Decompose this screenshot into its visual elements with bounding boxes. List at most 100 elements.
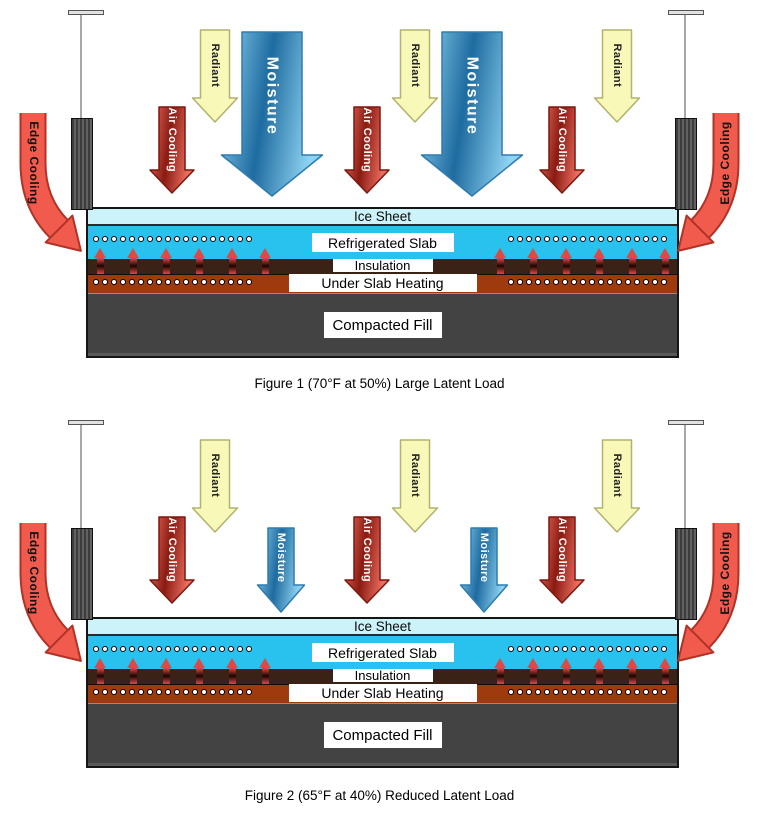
air-cooling-arrow-shape xyxy=(344,106,390,194)
refrigerated-pipe-dot xyxy=(192,646,198,652)
heating-pipe-dot xyxy=(192,689,198,695)
radiant-arrow: Radiant xyxy=(191,439,239,533)
air-cooling-arrow-shape xyxy=(149,516,195,604)
heating-pipe-dot xyxy=(138,689,144,695)
refrigerated-pipe-dot xyxy=(526,646,532,652)
heating-pipe-dot xyxy=(102,279,108,285)
edge-cooling-arrow-right-label: Edge Cooling xyxy=(718,121,732,204)
air-cooling-arrow: Air Cooling xyxy=(539,106,585,194)
air-cooling-arrow-label: Air Cooling xyxy=(166,107,178,172)
dasher-board xyxy=(71,118,93,210)
refrigerated-pipe-dot xyxy=(562,236,568,242)
radiant-arrow-label: Radiant xyxy=(209,453,221,497)
hanger-bar xyxy=(68,10,104,15)
moisture-arrow: Moisture xyxy=(420,31,524,197)
heating-pipe-dot xyxy=(201,689,207,695)
heat-flow-arrow-head xyxy=(94,658,106,668)
heat-flow-arrow-shaft xyxy=(529,668,537,684)
heating-pipe-dot xyxy=(535,279,541,285)
refrigerated-pipe-dot xyxy=(201,236,207,242)
heating-pipe-dot xyxy=(616,689,622,695)
air-cooling-arrow-shape xyxy=(539,106,585,194)
heating-pipe-dot xyxy=(156,689,162,695)
heating-pipe-dot xyxy=(508,279,514,285)
heating-pipe-dot xyxy=(643,689,649,695)
heat-flow-arrow-shaft xyxy=(195,668,203,684)
heating-pipe-dot xyxy=(102,689,108,695)
moisture-arrow: Moisture xyxy=(459,527,509,613)
layer-label-compacted-fill: Compacted Fill xyxy=(323,312,442,338)
refrigerated-pipe-dot xyxy=(120,646,126,652)
refrigerated-pipe-dot xyxy=(571,646,577,652)
refrigerated-pipe-dot xyxy=(652,646,658,652)
edge-cooling-arrow-left-label: Edge Cooling xyxy=(27,121,41,204)
edge-cooling-arrow-right-label: Edge Cooling xyxy=(718,531,732,614)
edge-cooling-arrow-left-head xyxy=(44,214,82,252)
heating-pipe-dot xyxy=(165,279,171,285)
air-cooling-arrow: Air Cooling xyxy=(149,516,195,604)
heating-pipe-dot xyxy=(111,279,117,285)
refrigerated-pipe-dot xyxy=(607,646,613,652)
heating-pipe-dot xyxy=(219,279,225,285)
heat-flow-arrow-head xyxy=(593,658,605,668)
heating-pipe-dot xyxy=(598,279,604,285)
refrigerated-pipe-dot xyxy=(508,646,514,652)
radiant-arrow-label: Radiant xyxy=(409,43,421,87)
refrigerated-pipe-dot xyxy=(580,646,586,652)
heating-pipe-dot xyxy=(526,279,532,285)
heating-pipe-dot xyxy=(553,689,559,695)
layer-ice-sheet xyxy=(88,619,677,636)
heat-flow-arrow-head xyxy=(127,248,139,258)
heating-pipe-dot xyxy=(129,279,135,285)
moisture-arrow-shape xyxy=(420,31,524,197)
refrigerated-pipe-dot xyxy=(192,236,198,242)
refrigerated-pipe-dot xyxy=(210,236,216,242)
refrigerated-pipe-dot xyxy=(589,236,595,242)
air-cooling-arrow: Air Cooling xyxy=(539,516,585,604)
refrigerated-pipe-dot xyxy=(246,646,252,652)
refrigerated-pipe-dot xyxy=(661,646,667,652)
layer-label-insulation: Insulation xyxy=(332,668,433,683)
heat-flow-arrow-head xyxy=(560,658,572,668)
refrigerated-pipe-dot xyxy=(111,646,117,652)
figure-1-cross-section: Figure 1 (70°F at 50%) Large Latent Load… xyxy=(19,10,740,391)
heat-flow-arrow-head xyxy=(560,248,572,258)
refrigerated-pipe-dot xyxy=(201,646,207,652)
heat-flow-arrow-head xyxy=(626,248,638,258)
air-cooling-arrow-label: Air Cooling xyxy=(556,517,568,582)
edge-cooling-arrow-right-outline xyxy=(690,113,740,239)
heating-pipe-dot xyxy=(580,689,586,695)
heat-flow-arrow-head xyxy=(626,658,638,668)
heat-flow-arrow-shaft xyxy=(496,258,504,274)
heating-pipe-dot xyxy=(562,279,568,285)
air-cooling-arrow-shape xyxy=(149,106,195,194)
heating-pipe-dot xyxy=(111,689,117,695)
edge-cooling-arrow-right-head xyxy=(677,624,715,662)
heating-pipe-dot xyxy=(93,689,99,695)
layer-label-under-slab-heating: Under Slab Heating xyxy=(288,684,477,702)
heating-pipe-dot xyxy=(661,689,667,695)
heat-flow-arrow-head xyxy=(527,658,539,668)
radiant-arrow: Radiant xyxy=(391,29,439,123)
refrigerated-pipe-dot xyxy=(156,646,162,652)
refrigerated-pipe-dot xyxy=(535,646,541,652)
heat-flow-arrow-shaft xyxy=(496,668,504,684)
refrigerated-pipe-dot xyxy=(553,236,559,242)
heating-pipe-dot xyxy=(228,689,234,695)
refrigerated-pipe-dot xyxy=(616,646,622,652)
heating-pipe-dot xyxy=(192,279,198,285)
heating-pipe-dot xyxy=(156,279,162,285)
refrigerated-pipe-dot xyxy=(598,236,604,242)
radiant-arrow-label: Radiant xyxy=(409,453,421,497)
refrigerated-pipe-dot xyxy=(562,646,568,652)
edge-cooling-arrow-left-body xyxy=(21,523,68,648)
heat-flow-arrow-head xyxy=(659,248,671,258)
edge-cooling-arrow-left-head xyxy=(44,624,82,662)
air-cooling-arrow-label: Air Cooling xyxy=(166,517,178,582)
heat-flow-arrow-head xyxy=(259,248,271,258)
radiant-arrow-shape xyxy=(191,29,239,123)
heat-flow-arrow-head xyxy=(193,248,205,258)
refrigerated-pipe-dot xyxy=(625,236,631,242)
